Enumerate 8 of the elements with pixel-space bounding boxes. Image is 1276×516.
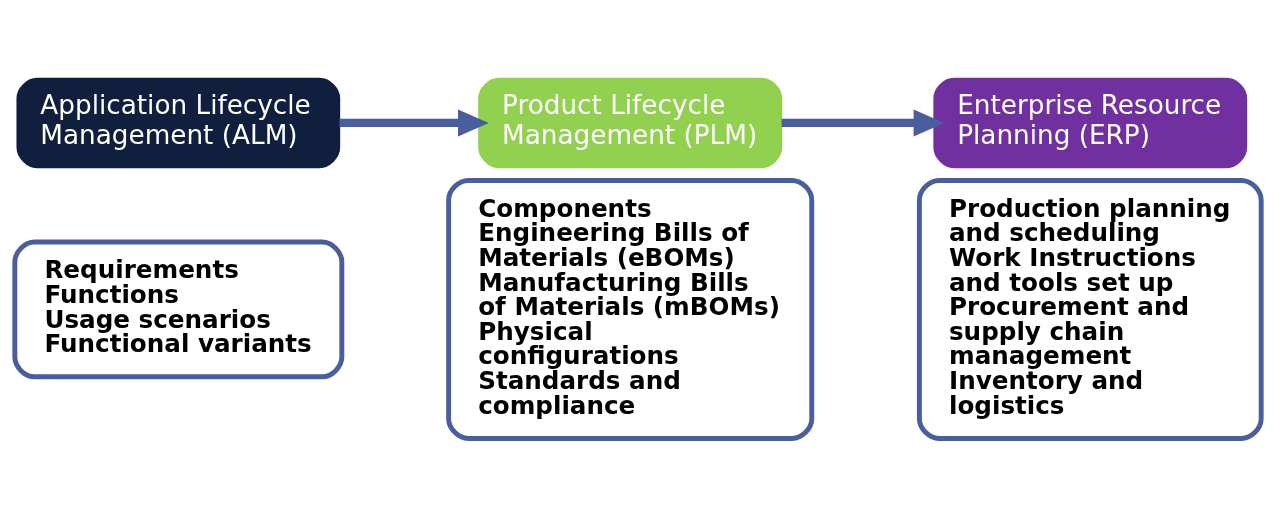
arrow [781,108,945,136]
node-box: Requirements Functions Usage scenarios Functional variants [12,239,345,379]
node-box: Product Lifecycle Management (PLM) [478,77,783,168]
arrow [339,108,489,136]
node-box: Components Engineering Bills of Materials (eBOMs) Manufacturing Bills of Materials (mBOMs) Physical configurations Standards and compliance [446,177,815,441]
node-box: Production planning and scheduling Work Instructions and tools set up Procurement and supply chain management Inventory and logistics [916,177,1264,441]
node-box: Enterprise Resource Planning (ERP) [933,77,1248,168]
node-box: Application Lifecycle Management (ALM) [16,77,341,168]
